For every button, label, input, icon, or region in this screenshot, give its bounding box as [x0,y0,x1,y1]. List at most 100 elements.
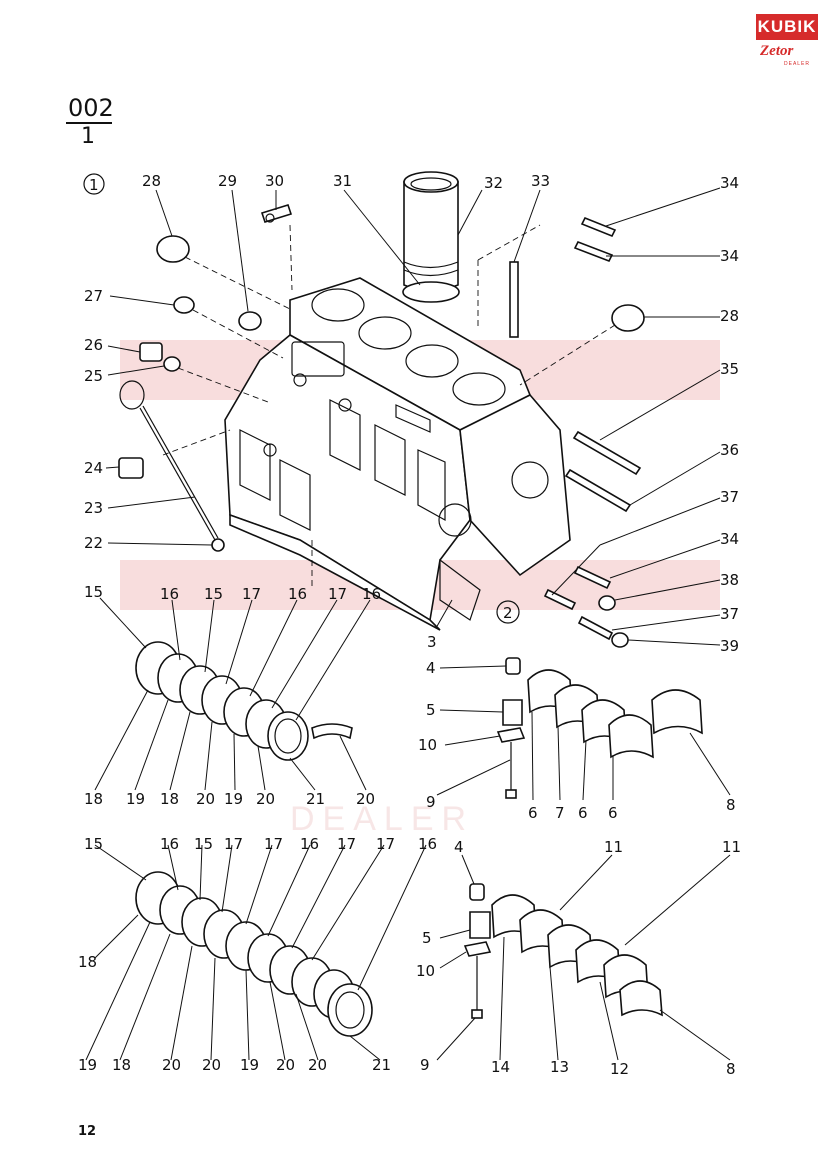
callout: 25 [84,367,103,385]
callout: 17 [337,835,356,853]
callout: 23 [84,499,103,517]
core-plug-right [611,304,645,332]
callout: 17 [264,835,283,853]
callout: 16 [160,835,179,853]
stud-37-b [577,615,614,641]
stud-34-b [573,240,614,263]
callout: 32 [484,174,503,192]
callout: 6 [608,804,618,822]
callout: 20 [356,790,375,808]
logo-kubik-text: KUBIK [756,14,818,40]
callout: 20 [256,790,275,808]
callout: 38 [720,571,739,589]
callout: 15 [194,835,213,853]
callout: 14 [491,1058,510,1076]
logo-zetor-text: Zetor [760,43,794,59]
callout: 17 [376,835,395,853]
small-plug [238,311,262,331]
callout: 4 [454,838,464,856]
callout: 21 [372,1056,391,1074]
callout: 20 [276,1056,295,1074]
callout: 22 [84,534,103,552]
stud-34-c [573,565,612,590]
callout: 19 [224,790,243,808]
dealer-watermark: DEALER [290,800,474,838]
seal-ring-27 [173,296,195,314]
callout: 5 [426,701,436,719]
sheet-number: 1 [81,124,95,149]
cylinder-liner [403,171,459,292]
callout: 28 [142,172,161,190]
callout: 34 [720,530,739,548]
callout: 8 [726,1060,736,1078]
callout: 16 [300,835,319,853]
callout: 15 [84,835,103,853]
callout: 30 [265,172,284,190]
callout: 12 [610,1060,629,1078]
plug-26 [139,342,163,362]
callout: 20 [162,1056,181,1074]
callout: 16 [362,585,381,603]
callout: 20 [202,1056,221,1074]
callout: 37 [720,488,739,506]
callout: 16 [418,835,437,853]
stud-34-a [580,216,617,238]
bearing-caps-lower [463,883,663,1019]
callout: 10 [416,962,435,980]
cover-24 [118,457,144,479]
callout: 13 [550,1058,569,1076]
callout: 19 [126,790,145,808]
bearing-shells-upper [135,641,353,761]
callout: 33 [531,172,550,190]
callout: 31 [333,172,352,190]
callout: 10 [418,736,437,754]
washer-25 [163,356,181,372]
callout: 11 [722,838,741,856]
callout: 18 [160,790,179,808]
page-number: 12 [78,1124,97,1139]
callout: 17 [242,585,261,603]
group-divider [66,122,112,124]
callout: 34 [720,174,739,192]
callout: 6 [528,804,538,822]
callout: 34 [720,247,739,265]
callout: 18 [112,1056,131,1074]
callout: 35 [720,360,739,378]
callout: 3 [427,633,437,651]
callout: 9 [426,793,436,811]
callout: 5 [422,929,432,947]
callout: 24 [84,459,103,477]
callout: 37 [720,605,739,623]
callout: 15 [204,585,223,603]
leader-lines [85,187,731,1061]
callout: 11 [604,838,623,856]
callout: 36 [720,441,739,459]
callout: 9 [420,1056,430,1074]
bearing-shells-lower [135,871,373,1037]
bearing-caps-upper [496,657,703,799]
callout: 19 [78,1056,97,1074]
callout: 20 [196,790,215,808]
callout: 18 [84,790,103,808]
callout: 39 [720,637,739,655]
callout: 26 [84,336,103,354]
callout: 7 [555,804,565,822]
figure-marker-1: 1 [83,173,105,195]
callout: 16 [288,585,307,603]
fitting-30 [260,204,293,223]
logo-dealer-text: DEALER [784,61,811,67]
callout: 8 [726,796,736,814]
nut-38 [598,595,616,611]
stud-36 [564,468,632,513]
callout: 19 [240,1056,259,1074]
callout: 4 [426,659,436,677]
callout: 6 [578,804,588,822]
stud-35 [572,430,642,476]
callout: 28 [720,307,739,325]
plug-39 [611,632,629,648]
callout: 27 [84,287,103,305]
callout: 20 [308,1056,327,1074]
callout: 15 [84,583,103,601]
callout: 17 [328,585,347,603]
